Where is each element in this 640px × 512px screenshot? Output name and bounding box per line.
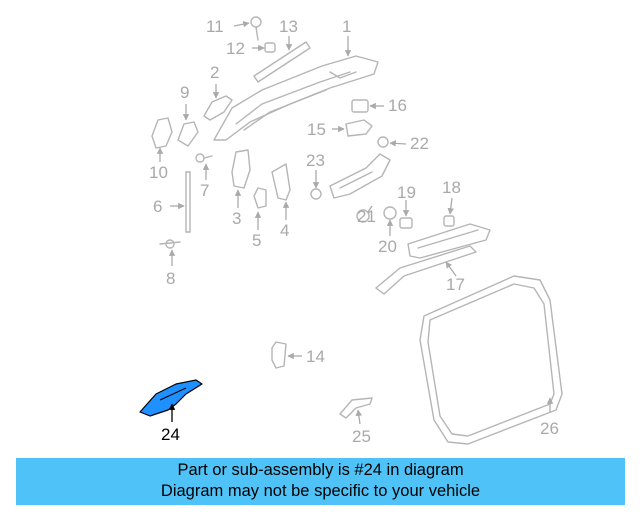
- callout-1: 1: [342, 17, 351, 36]
- callout-26: 26: [540, 419, 559, 438]
- info-banner: Part or sub-assembly is #24 in diagram D…: [16, 458, 625, 505]
- part-8-stud: [159, 239, 181, 249]
- arrow-11: [233, 20, 250, 28]
- arrow-21: [367, 205, 373, 213]
- part-16-clip: [351, 99, 369, 113]
- callout-21: 21: [357, 207, 376, 226]
- part-4-bracket: [271, 163, 291, 201]
- callout-24: 24: [161, 425, 180, 444]
- part-14-stopper: [271, 341, 287, 369]
- callout-16: 16: [388, 96, 407, 115]
- part-2-bracket: [203, 95, 233, 121]
- part-19-switch: [399, 217, 413, 229]
- callout-22: 22: [410, 134, 429, 153]
- callout-25: 25: [352, 427, 371, 446]
- callout-19: 19: [397, 183, 416, 202]
- part-6-strut: [185, 171, 191, 233]
- callout-12: 12: [226, 39, 245, 58]
- part-3-bracket: [231, 149, 251, 189]
- part-9-cover: [177, 121, 199, 147]
- part-11-bolt: [250, 16, 262, 41]
- callout-11: 11: [206, 17, 224, 36]
- part-22-grommet: [377, 136, 389, 148]
- callout-18: 18: [442, 178, 461, 197]
- latch-assembly: [329, 153, 391, 199]
- parts-diagram: 11 13 1 12 2 9 16 15 22 23 10 7 18 19 6 …: [139, 16, 563, 446]
- callout-15: 15: [307, 120, 326, 139]
- part-23-bumper: [310, 188, 322, 200]
- part-18-clip: [443, 215, 455, 227]
- part-25-bracket: [339, 397, 373, 419]
- part-17-garnish: [375, 245, 477, 295]
- part-13-strip: [253, 41, 311, 83]
- callout-7: 7: [200, 181, 209, 200]
- arrow-17: [445, 261, 457, 277]
- garnish-upper: [407, 223, 491, 259]
- arrow-25: [355, 409, 363, 425]
- part-12-clip: [264, 42, 276, 53]
- callout-20: 20: [378, 237, 397, 256]
- callout-4: 4: [280, 221, 289, 240]
- banner-line-2: Diagram may not be specific to your vehi…: [160, 482, 481, 500]
- callout-8: 8: [166, 269, 175, 288]
- banner-line-1: Part or sub-assembly is #24 in diagram: [177, 461, 464, 479]
- part-1-spoiler: [213, 55, 379, 141]
- callout-9: 9: [180, 83, 189, 102]
- callout-17: 17: [446, 275, 465, 294]
- callout-6: 6: [153, 197, 162, 216]
- callout-13: 13: [279, 17, 298, 36]
- callout-10: 10: [149, 163, 168, 182]
- part-5-bracket: [253, 187, 267, 209]
- callout-2: 2: [210, 63, 219, 82]
- callout-5: 5: [252, 231, 261, 250]
- callout-3: 3: [232, 209, 241, 228]
- part-20-cylinder: [383, 206, 397, 220]
- arrow-18: [447, 197, 454, 215]
- part-7-stud: [195, 153, 213, 163]
- arrow-22: [389, 140, 407, 147]
- part-15-handle: [345, 119, 373, 137]
- callout-23: 23: [306, 151, 325, 170]
- part-10-hinge: [151, 117, 173, 149]
- part-21-lock: [356, 209, 370, 223]
- part-24-highlighted: [139, 379, 203, 417]
- callout-14: 14: [306, 347, 325, 366]
